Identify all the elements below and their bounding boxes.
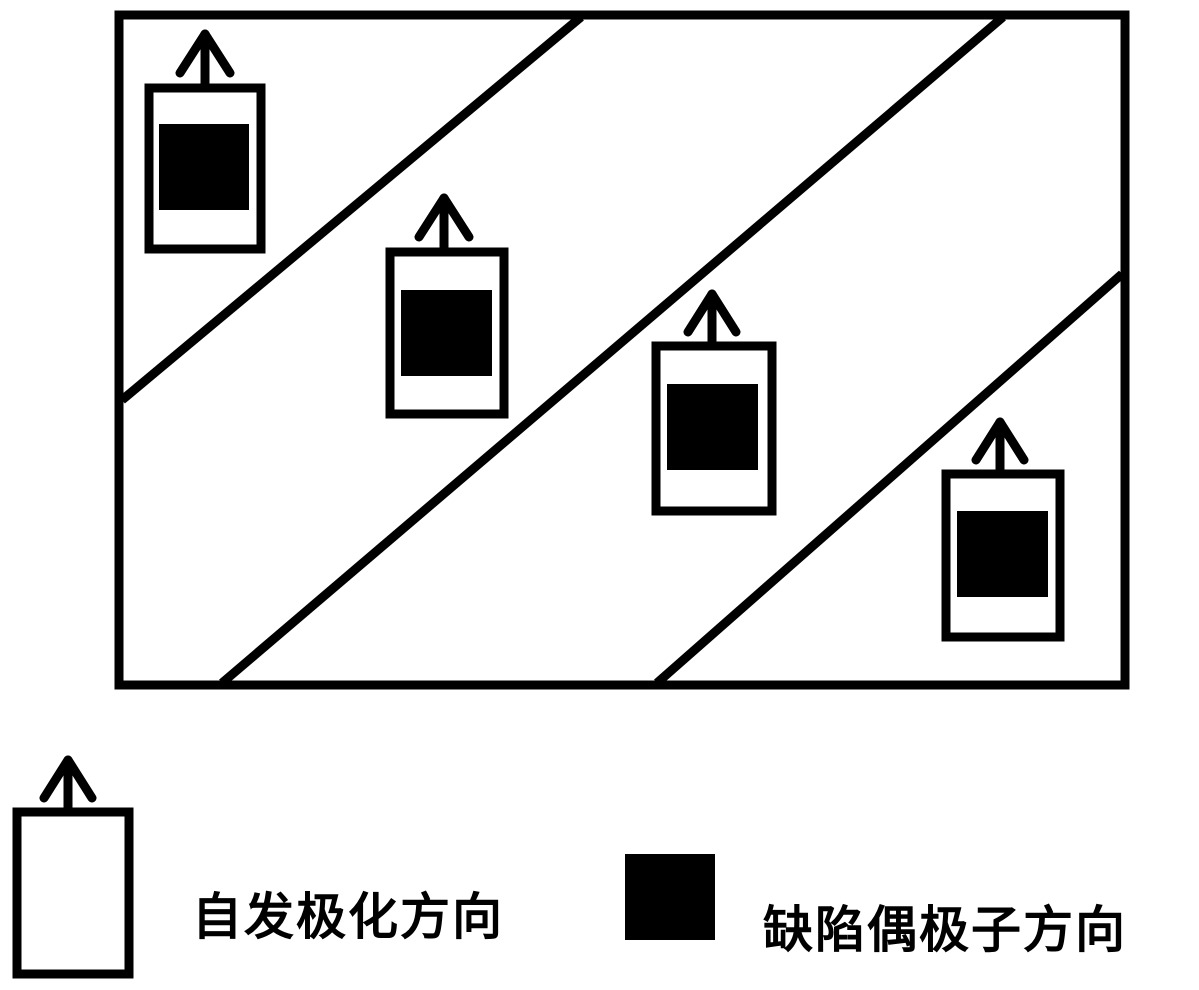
polarization-arrow-icon	[414, 193, 474, 257]
sample-frame	[114, 10, 1130, 690]
legend-polarization-symbol	[12, 755, 134, 979]
defect-dipole-square-icon	[159, 124, 249, 210]
legend-defect-square-icon	[625, 854, 715, 940]
domain-walls	[119, 13, 1125, 687]
legend-polarization-label: 自发极化方向	[192, 888, 504, 946]
legend-defect-label: 缺陷偶极子方向	[763, 901, 1127, 959]
defect-dipole-square-icon	[957, 511, 1048, 597]
domain-wall-3	[654, 270, 1125, 687]
unit-cell-frame	[385, 247, 509, 419]
unit-cell-frame	[941, 469, 1065, 642]
polarization-arrow-icon	[683, 289, 741, 351]
unit-cell-2	[385, 193, 509, 419]
domain-wall-2	[219, 13, 1006, 687]
polarization-arrow-icon	[971, 417, 1029, 479]
legend-cell-frame	[12, 807, 134, 979]
polarization-arrow-icon	[175, 29, 235, 93]
unit-cell-frame	[144, 83, 266, 254]
unit-cell-1	[144, 29, 266, 254]
defect-dipole-square-icon	[401, 290, 492, 376]
unit-cell-frame	[651, 341, 777, 516]
unit-cell-3	[651, 289, 777, 516]
polarization-arrow-icon	[39, 755, 97, 817]
domain-wall-1	[119, 13, 584, 404]
unit-cell-4	[941, 417, 1065, 642]
defect-dipole-square-icon	[667, 384, 758, 470]
